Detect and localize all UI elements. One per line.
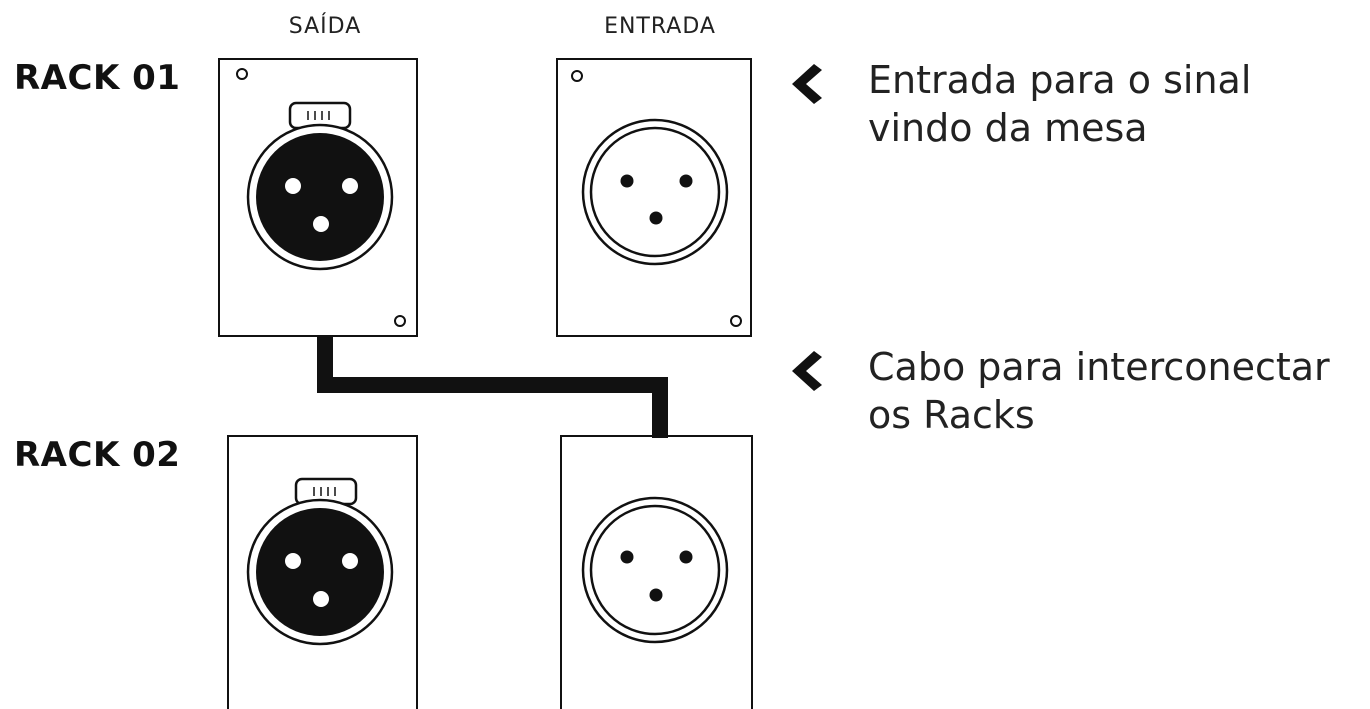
screw-hole (394, 315, 406, 327)
rack02-input-panel (560, 435, 753, 709)
screw-hole (730, 315, 742, 327)
note-input-signal: Entrada para o sinal vindo da mesa (868, 58, 1252, 150)
screw-hole (571, 70, 583, 82)
screw-hole (236, 68, 248, 80)
cable-connector-stub (652, 380, 668, 438)
interconnect-cable (317, 336, 668, 438)
xlr-male-icon (246, 101, 394, 271)
column-label-saida: SAÍDA (288, 14, 362, 39)
rack01-input-panel (556, 58, 752, 337)
rack01-output-panel (218, 58, 418, 337)
column-label-entrada: ENTRADA (604, 14, 716, 39)
note-interconnect-cable: Cabo para interconectar os Racks (868, 345, 1330, 437)
xlr-male-icon (246, 477, 394, 646)
rack02-output-panel (227, 435, 418, 709)
rack-label-02: RACK 02 (14, 435, 181, 475)
chevron-left-icon (792, 351, 822, 391)
rack-label-01: RACK 01 (14, 58, 181, 98)
xlr-female-icon (581, 496, 729, 644)
chevron-left-icon (792, 64, 822, 104)
xlr-female-icon (581, 118, 729, 266)
